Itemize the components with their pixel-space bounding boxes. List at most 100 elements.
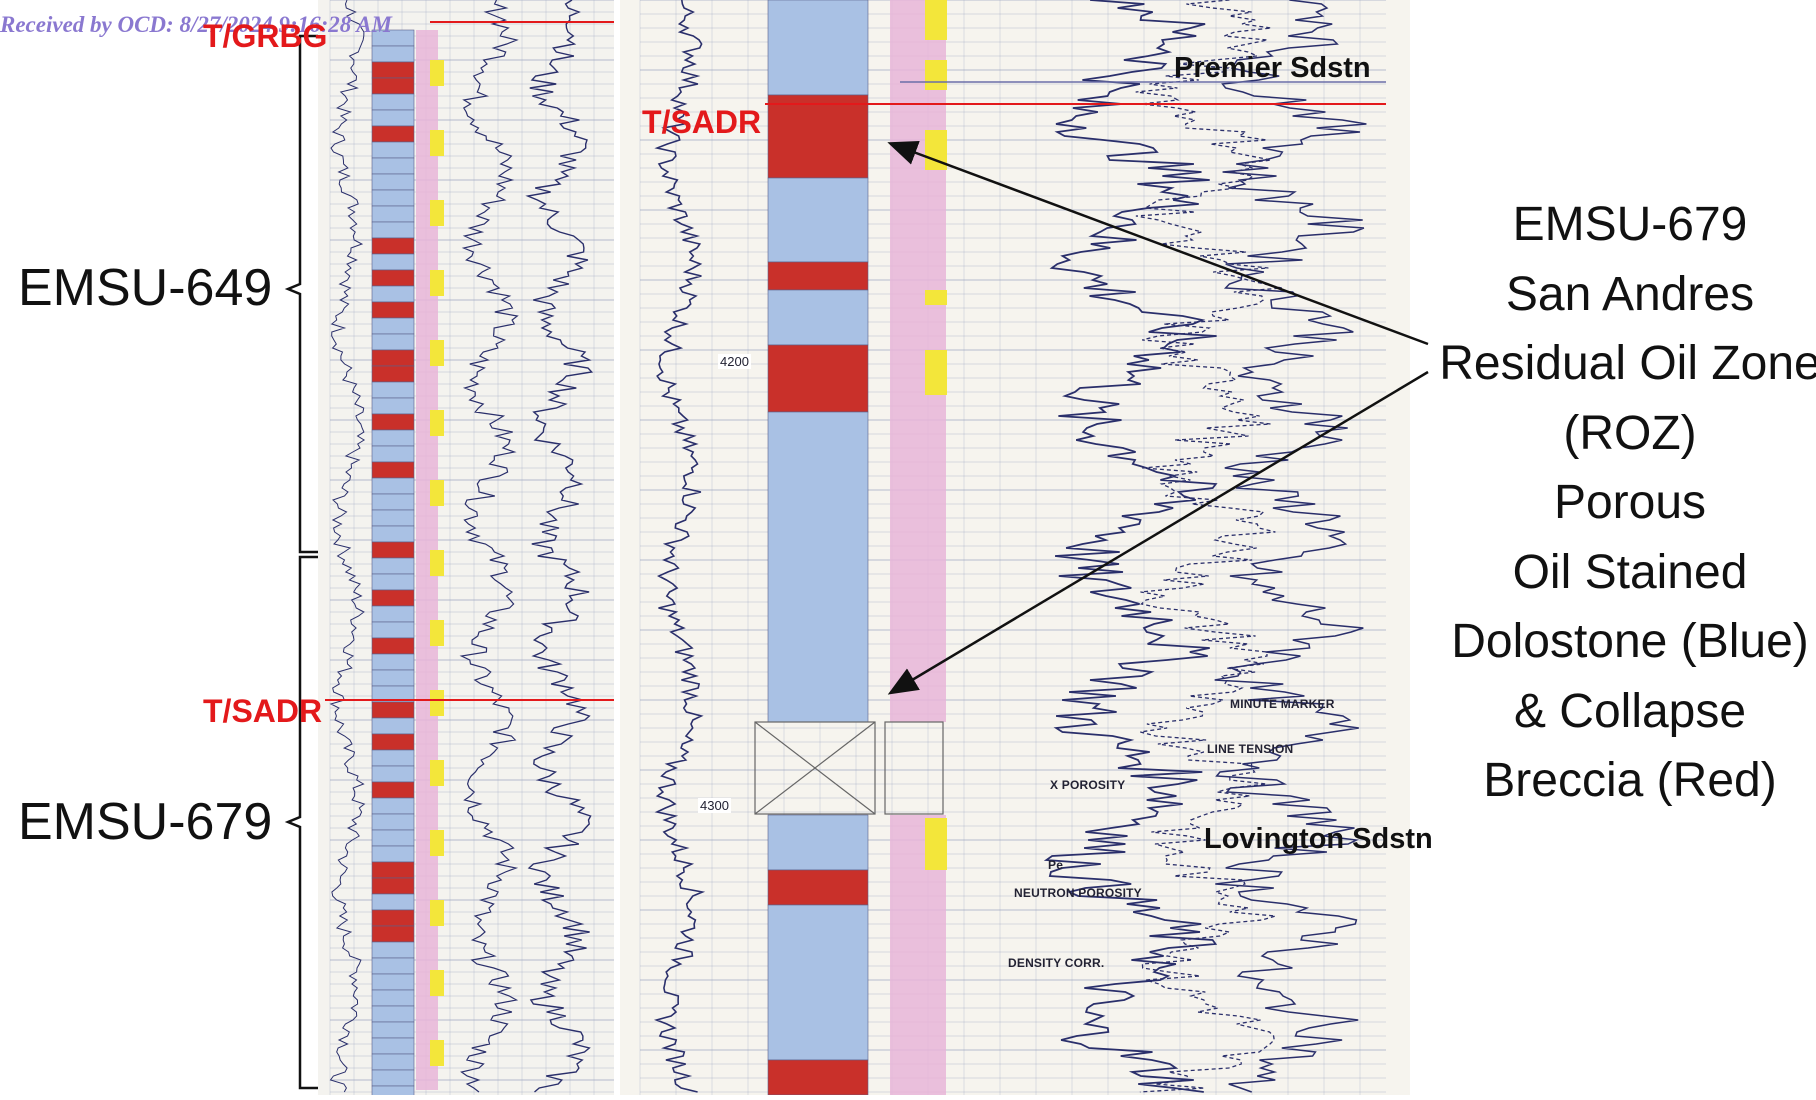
- lithology-block: [371, 765, 415, 783]
- lithology-block: [371, 621, 415, 639]
- arrow-roz-top: [887, 141, 1429, 346]
- description-line: Dolostone (Blue): [1451, 615, 1809, 668]
- sand-marker: [925, 0, 947, 40]
- sand-marker: [430, 760, 444, 786]
- description-line: Porous: [1553, 476, 1707, 529]
- lithology-block: [371, 973, 415, 991]
- lithology-block: [371, 877, 415, 895]
- lithology-block: [371, 989, 415, 1007]
- log-curve: [459, 0, 519, 1093]
- sand-marker: [430, 200, 444, 226]
- lithology-block: [371, 1005, 415, 1023]
- right-log-panel: [620, 0, 1410, 1095]
- lithology-block: [371, 317, 415, 335]
- lithology-block: [767, 344, 869, 413]
- lithology-block: [371, 77, 415, 95]
- lithology-block: [371, 557, 415, 575]
- lithology-block: [767, 261, 869, 291]
- log-curve: [1043, 0, 1218, 1093]
- lithology-block: [371, 653, 415, 671]
- lithology-block: [371, 573, 415, 591]
- lithology-block: [371, 1021, 415, 1039]
- lithology-block: [371, 237, 415, 255]
- sand-marker: [430, 480, 444, 506]
- lithology-block: [371, 861, 415, 879]
- lithology-block: [371, 173, 415, 191]
- core-interval-marker: [754, 721, 944, 815]
- sand-marker: [430, 340, 444, 366]
- description-line: (ROZ): [1563, 406, 1697, 460]
- lithology-block: [371, 493, 415, 511]
- left-log-curves: [329, 0, 594, 1093]
- received-stamp: Received by OCD: 8/27/2024 9:16:28 AM: [0, 12, 392, 37]
- lithology-block: [371, 749, 415, 767]
- lovington-sand-label: Lovington Sdstn: [1204, 823, 1433, 855]
- sand-marker: [430, 900, 444, 926]
- sand-marker: [925, 60, 947, 90]
- bracket-emsu-649: [284, 34, 318, 554]
- depth-label-4200: 4200: [718, 354, 751, 369]
- log-curve: [653, 0, 706, 1093]
- log-label-density-corr: DENSITY CORR.: [1008, 956, 1105, 970]
- lithology-block: [371, 925, 415, 943]
- log-curve: [525, 0, 594, 1093]
- log-curve: [1135, 0, 1282, 1093]
- lithology-block: [371, 141, 415, 159]
- lithology-block: [371, 1037, 415, 1055]
- log-label-line-tension: LINE TENSION: [1207, 742, 1294, 756]
- lithology-block: [767, 904, 869, 1061]
- well-label-emsu-649: EMSU-649: [18, 259, 273, 317]
- lithology-block: [371, 637, 415, 655]
- sand-marker: [430, 830, 444, 856]
- sand-marker: [430, 690, 444, 716]
- lithology-block: [371, 669, 415, 687]
- lithology-block: [767, 411, 869, 723]
- lithology-block: [371, 205, 415, 223]
- lithology-block: [371, 477, 415, 495]
- lithology-block: [767, 814, 869, 871]
- log-label-porosity: X POROSITY: [1050, 778, 1126, 792]
- sand-marker: [430, 60, 444, 86]
- lithology-block: [371, 221, 415, 239]
- lithology-block: [371, 605, 415, 623]
- bracket-emsu-679: [284, 555, 318, 1090]
- lithology-block: [371, 1069, 415, 1087]
- sand-marker: [925, 130, 947, 170]
- lithology-block: [371, 349, 415, 367]
- top-label-sadr-left: T/SADR: [203, 693, 323, 729]
- log-curve: [1214, 0, 1367, 1093]
- lithology-block: [371, 445, 415, 463]
- lithology-block: [371, 509, 415, 527]
- description-line: Oil Stained: [1512, 545, 1748, 599]
- log-label-pe: Pe: [1048, 858, 1064, 872]
- lithology-block: [371, 909, 415, 927]
- lithology-block: [371, 157, 415, 175]
- description-line: & Collapse: [1513, 684, 1747, 738]
- lithology-block: [371, 429, 415, 447]
- sand-marker: [430, 270, 444, 296]
- description-line: Breccia (Red): [1483, 754, 1777, 807]
- lithology-block: [371, 301, 415, 319]
- sand-marker: [430, 1040, 444, 1066]
- sand-marker: [430, 970, 444, 996]
- left-lithology-column: [371, 29, 444, 1100]
- lithology-block: [371, 253, 415, 271]
- lithology-block: [371, 461, 415, 479]
- lithology-block: [767, 289, 869, 346]
- lithology-block: [371, 845, 415, 863]
- lithology-block: [371, 957, 415, 975]
- well-label-emsu-679: EMSU-679: [18, 793, 273, 851]
- log-label-neutron-porosity: NEUTRON POROSITY: [1014, 886, 1142, 900]
- lithology-block: [371, 525, 415, 543]
- left-log-panel: [318, 0, 614, 1095]
- right-log-curves: [653, 0, 1367, 1093]
- lithology-block: [371, 333, 415, 351]
- log-curve: [329, 0, 366, 1093]
- lithology-block: [371, 1085, 415, 1100]
- lithology-block: [371, 413, 415, 431]
- lithology-block: [371, 109, 415, 127]
- lithology-block: [371, 541, 415, 559]
- sand-marker: [430, 130, 444, 156]
- lithology-block: [371, 797, 415, 815]
